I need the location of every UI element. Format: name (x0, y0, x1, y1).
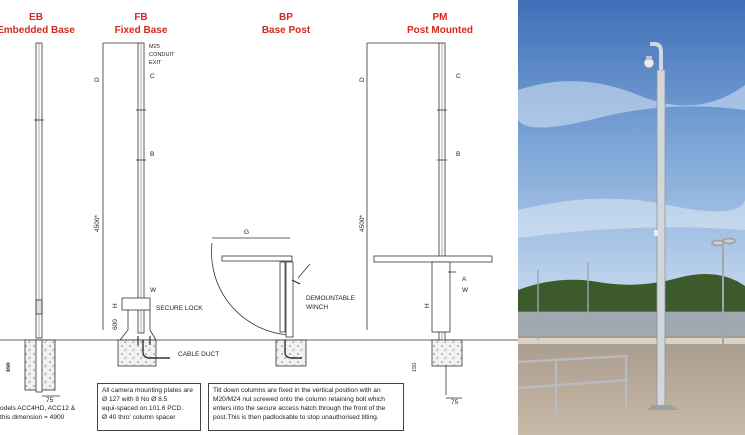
fb-cable-duct: CABLE DUCT (178, 351, 219, 358)
title-name-fb: Fixed Base (115, 25, 168, 36)
models-note-line2: this dimension = 4900 (0, 414, 65, 421)
title-code-bp: BP (279, 12, 293, 23)
fb-column (102, 42, 170, 367)
bp-column (211, 237, 311, 367)
plates-note-line2: Ø 127 with 8 No Ø 8.5 (102, 396, 168, 403)
column-photo (518, 0, 745, 435)
pm-dim-d: D (359, 77, 366, 82)
title-name-pm: Post Mounted (407, 25, 473, 36)
eb-dim-75: 75 (46, 397, 54, 404)
fb-dim-c: C (150, 73, 155, 80)
pm-dim-150: 150 (412, 363, 418, 372)
title-code-eb: EB (29, 12, 43, 23)
fb-conduit-line2: CONDUIT (149, 52, 175, 58)
tilt-note-line3: enters into the secure access hatch thro… (213, 405, 386, 412)
title-code-fb: FB (134, 12, 147, 23)
tilt-note-line4: post.This is then padlockable to stop un… (213, 414, 379, 421)
tilt-note-line2: M20/M24 nut screwed onto the column reta… (213, 396, 385, 403)
plates-note-line4: Ø 40 thro' column spacer (102, 414, 176, 421)
tilt-note-box: Tilt down columns are fixed in the verti… (208, 383, 404, 431)
pm-dim-w: W (462, 287, 469, 294)
title-name-bp: Base Post (262, 25, 311, 36)
fb-dim-600: 600 (112, 319, 119, 330)
fb-conduit-line1: M25 (149, 44, 160, 50)
bp-winch-line2: WINCH (306, 304, 328, 311)
pm-dim-b: B (456, 151, 460, 158)
pm-dim-4500: 4500* (359, 215, 366, 232)
bp-dim-g: G (244, 229, 249, 236)
title-code-pm: PM (433, 12, 448, 23)
plates-note-line1: All camera mounting plates are (102, 387, 193, 394)
bp-winch-line1: DEMOUNTABLE (306, 295, 356, 302)
pm-column (366, 42, 493, 399)
tilt-note-line1: Tilt down columns are fixed in the verti… (213, 387, 381, 394)
plates-note-line3: equi-spaced on 101.6 PCD. (102, 405, 184, 412)
pm-dim-c: C (456, 73, 461, 80)
pm-dim-a: A (462, 276, 467, 283)
plates-note-box: All camera mounting plates are Ø 127 wit… (97, 383, 201, 431)
models-note-line1: odels ACC4HD, ACC12 & (0, 405, 76, 412)
fb-conduit-line3: EXIT (149, 60, 162, 66)
pm-dim-h: H (424, 303, 431, 308)
technical-drawing: EB Embedded Base FB Fixed Base BP Base P… (0, 12, 518, 406)
fb-dim-4500: 4500* (94, 215, 101, 232)
eb-column (7, 42, 60, 397)
title-name-eb: Embedded Base (0, 25, 75, 36)
pm-dim-75: 75 (451, 399, 459, 406)
eb-dim-150: 150 (6, 363, 12, 372)
fb-dim-w: W (150, 287, 157, 294)
models-note: odels ACC4HD, ACC12 & this dimension = 4… (0, 404, 95, 422)
fb-secure-lock: SECURE LOCK (156, 305, 203, 312)
fb-dim-h: H (112, 303, 119, 308)
fb-dim-d: D (94, 77, 101, 82)
fb-dim-b: B (150, 151, 154, 158)
